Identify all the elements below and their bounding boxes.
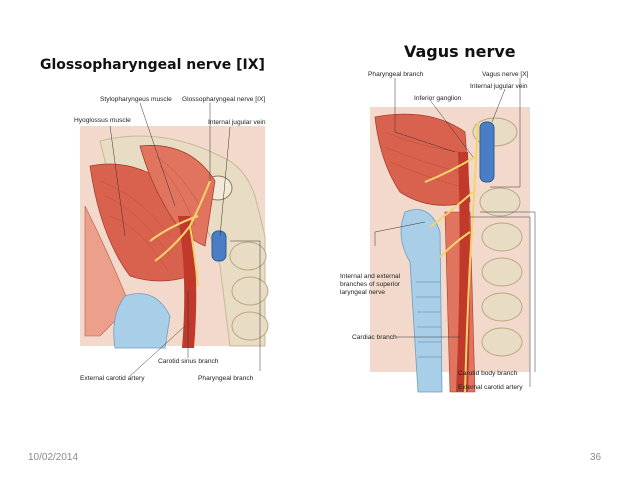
internal-jugular-vein-shape bbox=[211, 230, 227, 262]
slide-date: 10/02/2014 bbox=[28, 452, 79, 463]
leader-lines bbox=[109, 102, 261, 377]
label-vagus-nerve: Vagus nerve [X] bbox=[482, 71, 529, 78]
pharynx-cartilage bbox=[113, 293, 171, 349]
glossopharyngeal-title: Glossopharyngeal nerve [IX] bbox=[40, 57, 265, 73]
label-carotid-sinus-branch: Carotid sinus branch bbox=[158, 358, 219, 365]
label-pharyngeal-branch: Pharyngeal branch bbox=[198, 375, 254, 382]
leader-lines bbox=[374, 78, 536, 387]
label-inferior-ganglion: Inferior ganglion bbox=[414, 95, 462, 102]
vagus-illustration: Pharyngeal branch Vagus nerve [X] Intern… bbox=[340, 71, 536, 393]
label-laryngeal-line-1: Internal and external bbox=[340, 273, 401, 280]
label-internal-jugular-vein: Internal jugular vein bbox=[208, 119, 266, 126]
slide-page-number: 36 bbox=[590, 452, 602, 463]
label-hyoglossus: Hyoglossus muscle bbox=[74, 117, 131, 124]
label-carotid-body-branch: Carotid body branch bbox=[458, 370, 518, 377]
label-external-carotid-artery: External carotid artery bbox=[458, 384, 523, 391]
larynx-trachea bbox=[400, 209, 443, 393]
vagus-title: Vagus nerve bbox=[404, 42, 516, 61]
label-stylopharyngeus: Stylopharyngeus muscle bbox=[100, 96, 172, 103]
label-external-carotid-artery: External carotid artery bbox=[80, 375, 145, 382]
internal-jugular-vein-shape bbox=[479, 121, 495, 183]
vagus-nerve-shape bbox=[424, 121, 479, 393]
label-glossopharyngeal-nerve: Glossopharyngeal nerve [IX] bbox=[182, 96, 265, 103]
external-carotid-artery-shape bbox=[178, 216, 197, 348]
label-laryngeal-line-3: laryngeal nerve bbox=[340, 289, 385, 296]
label-laryngeal-line-2: branches of superior bbox=[340, 281, 401, 288]
label-pharyngeal-branch: Pharyngeal branch bbox=[368, 71, 424, 78]
cervical-vertebrae bbox=[203, 175, 269, 341]
label-internal-jugular-vein: Internal jugular vein bbox=[470, 83, 528, 90]
glossopharyngeal-illustration: Stylopharyngeus muscle Glossopharyngeal … bbox=[74, 96, 269, 382]
glossopharyngeal-nerve-shape bbox=[149, 180, 211, 287]
tracheal-rings bbox=[416, 281, 442, 358]
label-cardiac-branch: Cardiac branch bbox=[352, 334, 397, 341]
